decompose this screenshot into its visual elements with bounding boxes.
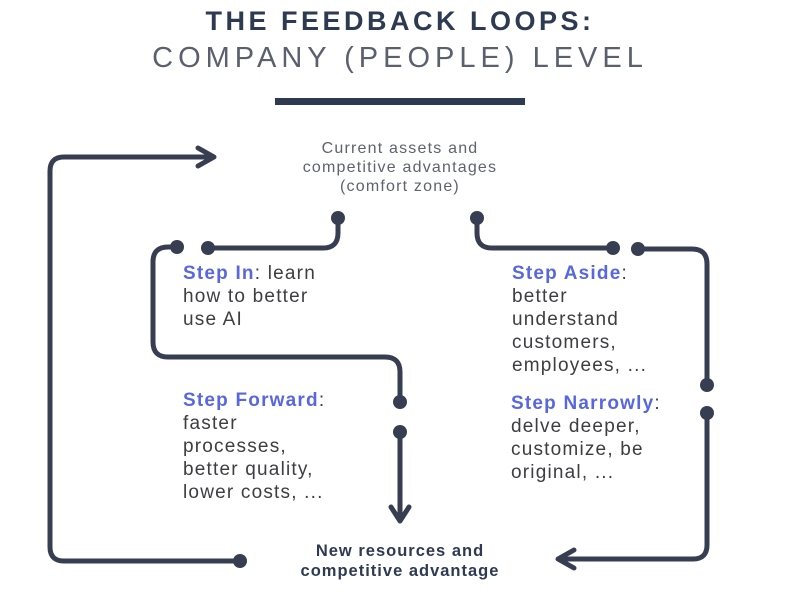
connector-dot xyxy=(393,425,407,439)
step-name: Step Narrowly xyxy=(511,393,655,414)
connector-dot xyxy=(233,554,247,568)
step-forward-label: Step Forward: faster processes, better q… xyxy=(183,389,383,504)
connector-dot xyxy=(606,241,620,255)
step-narrowly-label: Step Narrowly: delve deeper, customize, … xyxy=(511,392,711,484)
connector-dot xyxy=(201,241,215,255)
title-divider xyxy=(275,98,525,105)
connector-dot xyxy=(700,406,714,420)
step-aside-label: Step Aside: better understand customers,… xyxy=(512,262,692,377)
step-description: : faster processes, better quality, lowe… xyxy=(183,390,326,503)
step-name: Step Forward xyxy=(183,390,319,411)
step-name: Step In xyxy=(183,263,255,284)
connector-dot xyxy=(170,240,184,254)
step-in-label: Step In: learn how to better use AI xyxy=(183,262,383,331)
step-name: Step Aside xyxy=(512,263,622,284)
arrow-right-icon xyxy=(195,145,217,169)
step-description: : better understand customers, employees… xyxy=(512,263,648,376)
outer-feedback-loop-path xyxy=(47,154,243,564)
branch-step-narrowly-path xyxy=(635,246,710,388)
branch-step-forward-path xyxy=(150,244,403,399)
connector-dot xyxy=(331,211,345,225)
step-description: : delve deeper, customize, be original, … xyxy=(511,393,661,483)
branch-step-aside-path xyxy=(474,215,614,251)
node-current-assets: Current assets and competitive advantage… xyxy=(302,140,498,195)
connector-dot xyxy=(393,395,407,409)
step-description: : learn how to better use AI xyxy=(183,263,316,330)
return-arrow-path xyxy=(559,410,710,562)
connector-dot xyxy=(700,378,714,392)
connector-dot xyxy=(470,211,484,225)
arrow-down-icon xyxy=(388,504,412,524)
node-new-resources: New resources and competitive advantage xyxy=(300,542,500,580)
page-subtitle: COMPANY (PEOPLE) LEVEL xyxy=(152,42,648,74)
page-title: THE FEEDBACK LOOPS: xyxy=(205,6,595,36)
connector-dot xyxy=(631,242,645,256)
branch-step-in-path xyxy=(207,215,341,251)
arrow-left-icon xyxy=(555,547,577,571)
